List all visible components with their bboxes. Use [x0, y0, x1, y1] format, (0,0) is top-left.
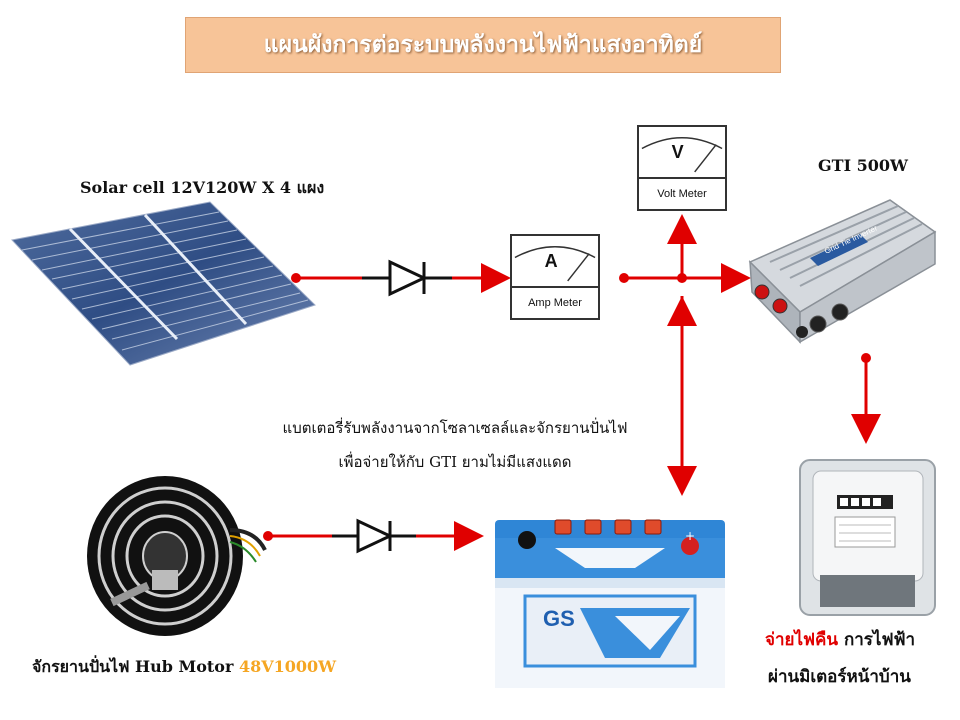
- battery-note-line1: แบตเตอรี่รับพลังงานจากโซลาเซลล์และจักรยา…: [282, 419, 628, 437]
- amp-letter: A: [544, 250, 558, 271]
- grid-label-line2: ผ่านมิเตอร์หน้าบ้าน: [768, 667, 911, 687]
- battery-brand: GS: [543, 606, 575, 631]
- hub-motor-label-prefix: จักรยานปั่นไฟ Hub Motor: [32, 657, 239, 676]
- solar-label: Solar cell 12V120W X 4 แผง: [80, 178, 325, 197]
- volt-meter: V Volt Meter: [637, 125, 727, 211]
- volt-letter: V: [671, 141, 684, 162]
- hub-motor-spec: 48V1000W: [238, 657, 337, 676]
- amp-meter: A Amp Meter: [510, 234, 600, 320]
- battery-image: + GS: [495, 519, 725, 688]
- gti-to-meter-wire: [851, 353, 881, 444]
- battery-note-line2: เพื่อจ่ายให้กับ GTI ยามไม่มีแสงแดด: [338, 453, 572, 471]
- diode-symbol-top: [362, 259, 452, 297]
- amp-dial-arc: [514, 246, 596, 282]
- volt-dial-arc: [641, 137, 723, 173]
- svg-text:+: +: [685, 529, 695, 543]
- grid-meter-image: [799, 459, 936, 616]
- solar-panel-image: [11, 201, 316, 366]
- hub-motor-label: จักรยานปั่นไฟ Hub Motor 48V1000W: [32, 655, 336, 680]
- grid-label-red: จ่ายไฟคืน: [765, 630, 839, 650]
- diagram-title: แผนผังการต่อระบบพลังงานไฟฟ้าแสงอาทิตย์: [185, 17, 781, 73]
- gti-label: GTI 500W: [818, 156, 908, 175]
- hub-motor-image: [87, 476, 267, 636]
- grid-label-rest: การไฟฟ้า: [838, 630, 916, 650]
- amp-meter-label: Amp Meter: [512, 286, 598, 318]
- diode-symbol-bottom: [332, 518, 416, 554]
- grid-label-line1: จ่ายไฟคืน การไฟฟ้า: [765, 626, 915, 653]
- volt-meter-label: Volt Meter: [639, 177, 725, 209]
- gti-inverter-image: Grid Tie Inverter: [748, 199, 937, 344]
